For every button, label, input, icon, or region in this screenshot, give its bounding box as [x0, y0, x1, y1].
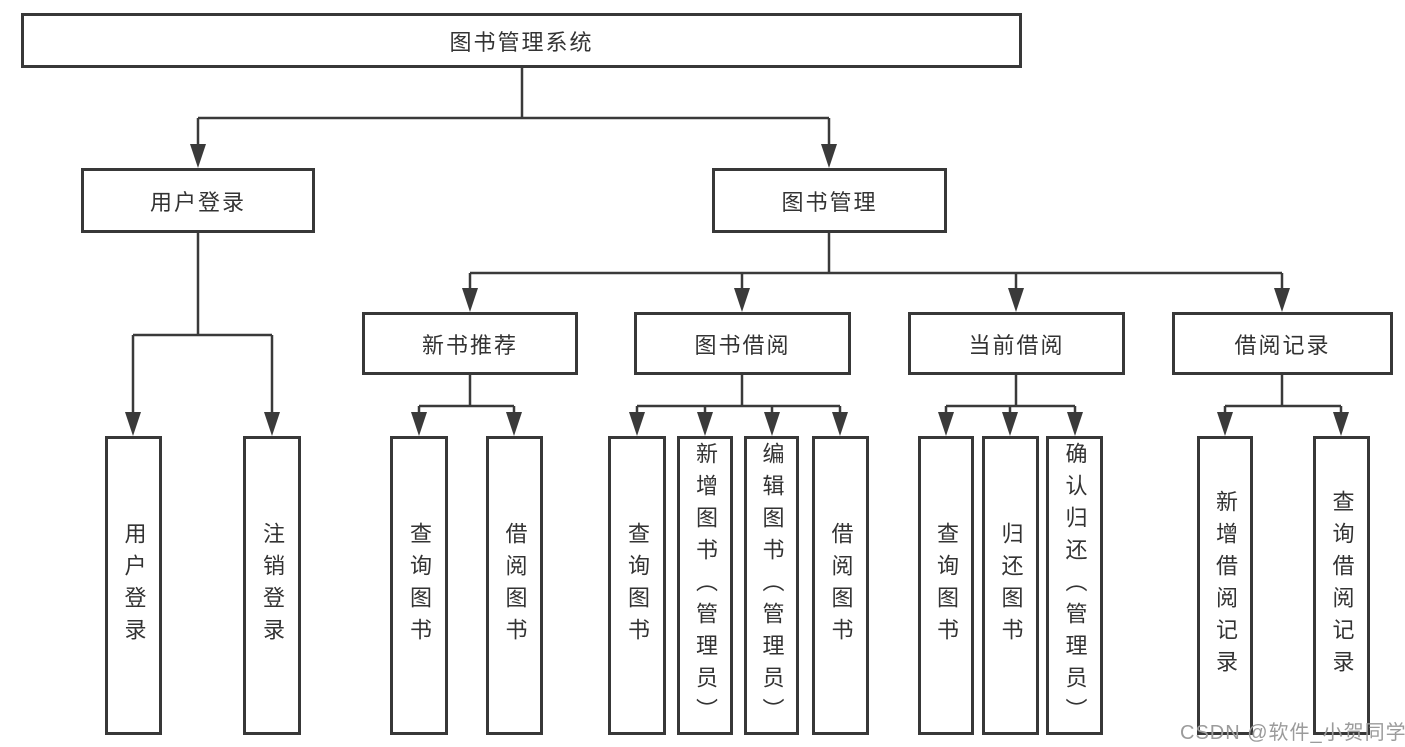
node-current-borrowing: 当前借阅 [908, 312, 1125, 375]
leaf-add-books-admin-label: 新增图书（管理员） [693, 441, 718, 730]
leaf-logout-label: 注销登录 [260, 521, 285, 650]
node-branch-user-login-label: 用户登录 [149, 189, 246, 215]
leaf-query-borrow-record-label: 查询借阅记录 [1329, 489, 1355, 682]
node-book-borrowing: 图书借阅 [634, 312, 851, 375]
leaf-user-login-label: 用户登录 [121, 521, 147, 650]
node-root-system: 图书管理系统 [21, 13, 1022, 68]
leaf-query-borrow-record: 查询借阅记录 [1313, 436, 1370, 735]
node-branch-book-management-label: 图书管理 [781, 189, 878, 215]
leaf-edit-books-admin: 编辑图书（管理员） [744, 436, 799, 735]
leaf-confirm-return-admin: 确认归还（管理员） [1046, 436, 1103, 735]
leaf-query-books-newrec: 查询图书 [390, 436, 448, 735]
leaf-borrow-books-newrec: 借阅图书 [486, 436, 543, 735]
node-borrowing-records: 借阅记录 [1172, 312, 1393, 375]
arrowheads [125, 144, 1349, 436]
leaf-borrow-books-borrowing: 借阅图书 [812, 436, 869, 735]
leaf-logout: 注销登录 [243, 436, 301, 735]
leaf-add-borrow-record-label: 新增借阅记录 [1213, 489, 1238, 682]
node-branch-user-login: 用户登录 [81, 168, 315, 233]
leaf-return-books-label: 归还图书 [998, 521, 1024, 650]
node-new-book-recommendation-label: 新书推荐 [421, 332, 518, 358]
leaf-user-login: 用户登录 [105, 436, 162, 735]
leaf-add-books-admin: 新增图书（管理员） [677, 436, 733, 735]
node-book-borrowing-label: 图书借阅 [694, 332, 791, 358]
leaf-borrow-books-borrowing-label: 借阅图书 [828, 521, 854, 650]
leaf-borrow-books-newrec-label: 借阅图书 [502, 521, 528, 650]
leaf-query-books-current-label: 查询图书 [934, 521, 959, 650]
leaf-edit-books-admin-label: 编辑图书（管理员） [759, 441, 785, 730]
leaf-confirm-return-admin-label: 确认归还（管理员） [1062, 441, 1088, 730]
leaf-add-borrow-record: 新增借阅记录 [1197, 436, 1253, 735]
node-branch-book-management: 图书管理 [712, 168, 947, 233]
node-new-book-recommendation: 新书推荐 [362, 312, 578, 375]
node-current-borrowing-label: 当前借阅 [968, 332, 1065, 358]
leaf-query-books-borrowing-label: 查询图书 [625, 521, 650, 650]
leaf-query-books-newrec-label: 查询图书 [407, 521, 432, 650]
node-borrowing-records-label: 借阅记录 [1234, 332, 1331, 358]
leaf-query-books-borrowing: 查询图书 [608, 436, 666, 735]
csdn-watermark: CSDN @软件_小贺同学 [1180, 722, 1405, 744]
leaf-query-books-current: 查询图书 [918, 436, 974, 735]
node-root-label: 图书管理系统 [449, 29, 594, 55]
leaf-return-books: 归还图书 [982, 436, 1039, 735]
